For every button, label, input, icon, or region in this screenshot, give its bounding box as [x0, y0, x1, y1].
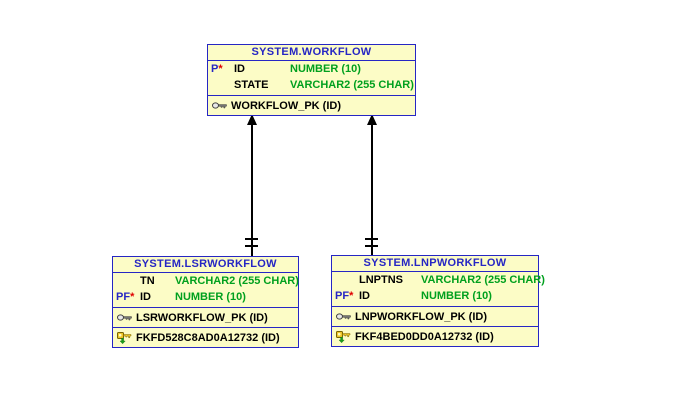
- column-row: STATE VARCHAR2 (255 CHAR): [208, 78, 415, 94]
- column-row: LNPTNS VARCHAR2 (255 CHAR): [332, 273, 545, 289]
- column-name: ID: [234, 63, 245, 75]
- key-row: WORKFLOW_PK (ID): [208, 95, 415, 115]
- relationship-cardinality-tick: [245, 245, 258, 247]
- relationship-line-lnpworkflow-workflow[interactable]: [371, 115, 373, 255]
- column-datatype: NUMBER (10): [175, 291, 246, 303]
- column-key-marker: PF*: [335, 290, 354, 302]
- relationship-arrowhead-icon: [247, 114, 257, 125]
- relationship-cardinality-tick: [245, 238, 258, 240]
- entity-title: SYSTEM.LNPWORKFLOW: [363, 257, 507, 269]
- entity-system-lnpworkflow[interactable]: SYSTEM.LNPWORKFLOW LNPTNS VARCHAR2 (255 …: [331, 255, 545, 347]
- key-label: WORKFLOW_PK (ID): [231, 99, 341, 112]
- entity-columns: TN VARCHAR2 (255 CHAR) PF* ID NUMBER (10…: [113, 272, 299, 307]
- entity-title: SYSTEM.LSRWORKFLOW: [134, 258, 277, 270]
- column-key-marker: [208, 78, 234, 94]
- relationship-line-lsrworkflow-workflow[interactable]: [251, 115, 253, 256]
- column-datatype: NUMBER (10): [290, 63, 361, 75]
- primary-key-icon: [116, 313, 132, 322]
- column-name: LNPTNS: [359, 274, 403, 286]
- foreign-key-icon: [335, 330, 351, 343]
- key-label: FKFD528C8AD0A12732 (ID): [136, 331, 280, 344]
- mandatory-star: *: [349, 290, 354, 302]
- foreign-key-icon: [116, 331, 132, 344]
- column-row: PF* ID NUMBER (10): [113, 290, 298, 306]
- relationship-arrowhead-icon: [367, 114, 377, 125]
- column-row: PF* ID NUMBER (10): [332, 289, 538, 305]
- column-key-marker: P*: [211, 63, 223, 75]
- key-label: FKF4BED0DD0A12732 (ID): [355, 330, 494, 343]
- column-row: P* ID NUMBER (10): [208, 62, 415, 78]
- column-key-marker: [113, 274, 140, 290]
- key-row: LNPWORKFLOW_PK (ID): [332, 306, 538, 326]
- column-name: ID: [359, 290, 370, 302]
- key-row: FKF4BED0DD0A12732 (ID): [332, 326, 538, 346]
- entity-system-workflow[interactable]: SYSTEM.WORKFLOW P* ID NUMBER (10) STATE …: [207, 44, 416, 116]
- relationship-cardinality-tick: [365, 238, 378, 240]
- mandatory-star: *: [130, 291, 135, 303]
- entity-system-lsrworkflow[interactable]: SYSTEM.LSRWORKFLOW TN VARCHAR2 (255 CHAR…: [112, 256, 299, 348]
- column-row: TN VARCHAR2 (255 CHAR): [113, 274, 299, 290]
- column-name: ID: [140, 291, 151, 303]
- column-datatype: VARCHAR2 (255 CHAR): [290, 79, 414, 91]
- column-datatype: NUMBER (10): [421, 290, 492, 302]
- key-label: LNPWORKFLOW_PK (ID): [355, 310, 487, 323]
- entity-columns: LNPTNS VARCHAR2 (255 CHAR) PF* ID NUMBER…: [332, 271, 545, 306]
- column-name: TN: [140, 275, 155, 287]
- primary-key-icon: [335, 312, 351, 321]
- relationship-cardinality-tick: [365, 245, 378, 247]
- key-row: LSRWORKFLOW_PK (ID): [113, 307, 298, 327]
- entity-columns: P* ID NUMBER (10) STATE VARCHAR2 (255 CH…: [208, 60, 415, 95]
- column-datatype: VARCHAR2 (255 CHAR): [421, 274, 545, 286]
- column-name: STATE: [234, 79, 269, 91]
- column-key-marker: [332, 273, 359, 289]
- key-row: FKFD528C8AD0A12732 (ID): [113, 327, 298, 347]
- entity-title: SYSTEM.WORKFLOW: [251, 46, 372, 58]
- mandatory-star: *: [218, 63, 223, 75]
- primary-key-icon: [211, 101, 227, 110]
- key-label: LSRWORKFLOW_PK (ID): [136, 311, 268, 324]
- column-key-marker: PF*: [116, 291, 135, 303]
- column-datatype: VARCHAR2 (255 CHAR): [175, 275, 299, 287]
